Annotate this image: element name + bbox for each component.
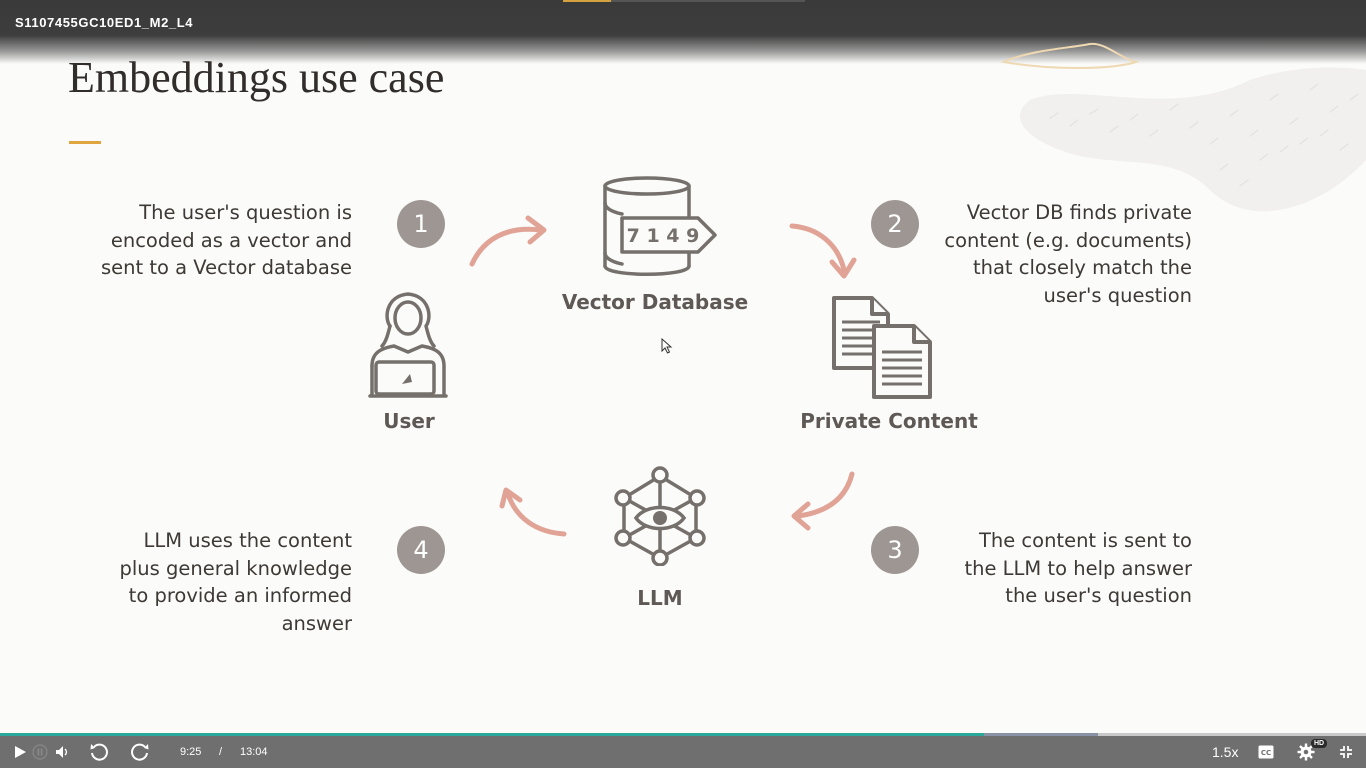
current-time: 9:25 bbox=[180, 746, 202, 758]
database-icon: 7 1 4 9 bbox=[603, 176, 717, 276]
arrow-content-to-llm bbox=[791, 471, 855, 531]
progress-played bbox=[0, 733, 984, 737]
step-2-line-1: Vector DB finds private bbox=[966, 201, 1192, 224]
step-4-line-4: answer bbox=[281, 611, 352, 635]
volume-icon[interactable] bbox=[54, 744, 70, 760]
step-3-line-2: the LLM to help answer bbox=[964, 556, 1192, 580]
duration: 13:04 bbox=[240, 746, 268, 758]
video-title: S1107455GC10ED1_M2_L4 bbox=[15, 15, 194, 30]
step-4-badge: 4 bbox=[397, 526, 445, 574]
step-1-line-3: sent to a Vector database bbox=[100, 256, 352, 279]
arrow-llm-to-user bbox=[499, 487, 567, 537]
step-4-description: LLM uses the content plus general knowle… bbox=[60, 527, 352, 637]
step-3-description: The content is sent to the LLM to help a… bbox=[920, 527, 1192, 610]
neural-network-icon bbox=[614, 466, 706, 566]
player-controls: 9:25 / 13:04 1.5x CC HD bbox=[0, 736, 1366, 768]
user-laptop-icon bbox=[368, 292, 448, 398]
step-1-line-2: encoded as a vector and bbox=[110, 228, 352, 252]
step-2-line-4: user's question bbox=[1043, 283, 1193, 307]
playback-speed-button[interactable]: 1.5x bbox=[1212, 744, 1239, 760]
svg-text:CC: CC bbox=[1261, 749, 1271, 757]
step-1-badge: 1 bbox=[397, 200, 445, 248]
step-4-line-2: plus general knowledge bbox=[119, 556, 352, 580]
chapter-indicator[interactable] bbox=[563, 0, 805, 2]
step-2-line-3: that closely match the bbox=[972, 256, 1192, 279]
video-header: S1107455GC10ED1_M2_L4 bbox=[0, 0, 1366, 64]
vector-database-label: Vector Database bbox=[561, 290, 749, 314]
progress-bar[interactable] bbox=[0, 733, 1366, 737]
step-2-line-2: content (e.g. documents) bbox=[944, 228, 1192, 252]
time-separator: / bbox=[219, 746, 223, 758]
private-content-label: Private Content bbox=[800, 409, 978, 433]
hd-badge: HD bbox=[1311, 739, 1328, 748]
arrow-user-to-db bbox=[469, 215, 547, 267]
play-icon[interactable] bbox=[12, 744, 28, 760]
step-2-description: Vector DB finds private content (e.g. do… bbox=[920, 199, 1192, 309]
llm-label: LLM bbox=[637, 586, 683, 610]
step-1-description: The user's question is encoded as a vect… bbox=[60, 199, 352, 282]
captions-icon[interactable]: CC bbox=[1258, 745, 1274, 759]
user-label: User bbox=[383, 409, 435, 433]
arrow-db-to-content bbox=[789, 223, 857, 279]
pause-icon[interactable] bbox=[32, 744, 48, 760]
slide-title: Embeddings use case bbox=[68, 53, 445, 102]
step-4-line-3: to provide an informed bbox=[128, 584, 352, 607]
documents-icon bbox=[832, 296, 932, 399]
mouse-cursor-icon bbox=[661, 338, 673, 354]
title-accent-bar bbox=[69, 141, 101, 144]
rewind-icon[interactable] bbox=[89, 742, 109, 762]
step-3-badge: 3 bbox=[871, 526, 919, 574]
decorative-texture bbox=[1000, 42, 1366, 212]
vector-value-tag: 7 1 4 9 bbox=[627, 225, 700, 247]
forward-icon[interactable] bbox=[130, 742, 150, 762]
step-3-line-1: The content is sent to bbox=[978, 529, 1192, 552]
step-1-line-1: The user's question is bbox=[139, 201, 352, 224]
fullscreen-exit-icon[interactable] bbox=[1339, 745, 1353, 759]
step-2-badge: 2 bbox=[871, 200, 919, 248]
chapter-indicator-active bbox=[563, 0, 611, 2]
step-4-line-1: LLM uses the content bbox=[143, 529, 352, 552]
step-3-line-3: the user's question bbox=[1005, 584, 1192, 607]
